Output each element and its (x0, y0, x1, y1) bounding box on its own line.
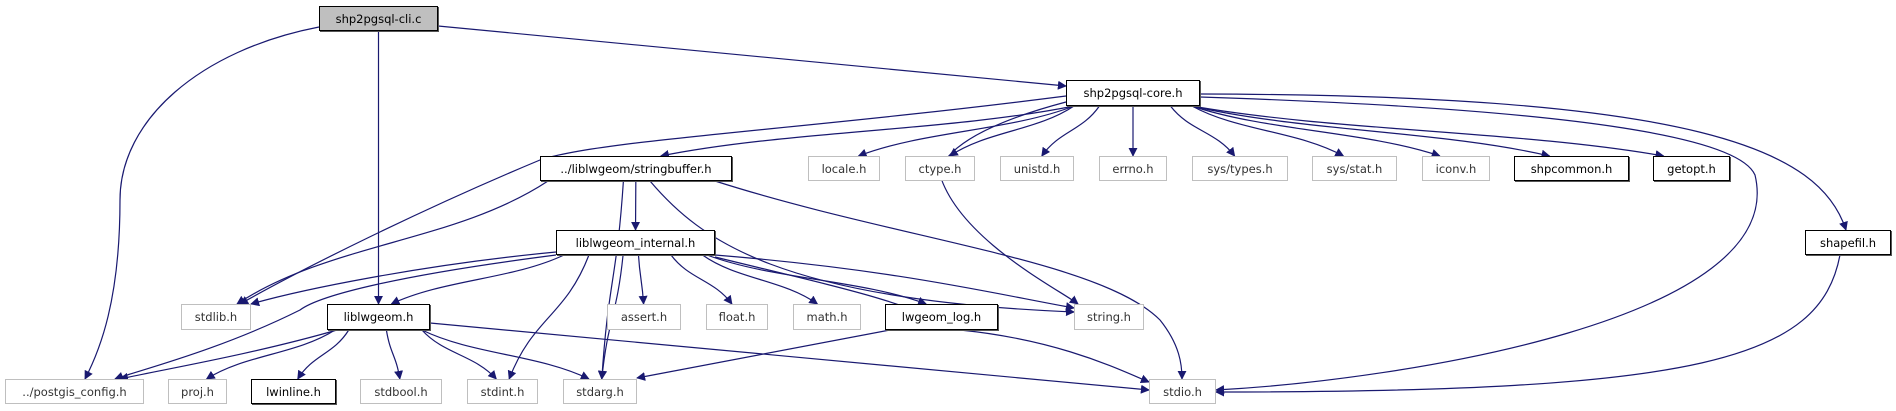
node-label: stdint.h (480, 384, 525, 399)
edge-stringbuffer-to-stdio (714, 180, 1187, 380)
node-assert: assert.h (607, 304, 681, 330)
node-label: stdlib.h (194, 310, 238, 324)
node-iconv: iconv.h (1422, 156, 1490, 181)
node-label: liblwgeom.h (343, 310, 414, 324)
edge-internal-to-string (714, 254, 1075, 312)
edge-core-to-systypes (1169, 105, 1236, 157)
node-label: ctype.h (918, 161, 962, 176)
node-label: math.h (806, 310, 848, 324)
node-unistd: unistd.h (1000, 156, 1074, 181)
node-core[interactable]: shp2pgsql-core.h (1066, 80, 1200, 106)
node-liblwgeom[interactable]: liblwgeom.h (327, 304, 430, 330)
node-internal[interactable]: liblwgeom_internal.h (556, 230, 715, 255)
node-stdarg: stdarg.h (563, 379, 637, 404)
edge-stringbuffer-to-stdarg (597, 180, 624, 380)
edge-internal-to-postgisconfig (114, 254, 557, 381)
node-locale: locale.h (808, 156, 880, 181)
node-stdbool: stdbool.h (360, 379, 442, 404)
edge-core-to-shapefil (1199, 93, 1848, 231)
node-label: shp2pgsql-core.h (1083, 86, 1183, 100)
node-float: float.h (706, 304, 768, 330)
node-sysstat: sys/stat.h (1312, 156, 1397, 181)
node-label: getopt.h (1667, 161, 1716, 176)
node-label: errno.h (1112, 161, 1154, 176)
edge-core-to-shpcommon (1191, 105, 1551, 159)
node-label: sys/types.h (1207, 161, 1273, 176)
edge-cli-to-postgisconfig (84, 26, 320, 380)
edge-core-to-stdlib (239, 95, 1067, 305)
edge-internal-to-float (670, 254, 733, 305)
node-cli: shp2pgsql-cli.c (319, 6, 438, 31)
node-label: ../postgis_config.h (22, 384, 127, 399)
node-label: lwgeom_log.h (901, 310, 982, 324)
node-label: liblwgeom_internal.h (575, 235, 696, 250)
edge-lwgeomlog-to-stdarg (636, 329, 891, 381)
edge-core-to-sysstat (1191, 105, 1345, 157)
node-shpcommon[interactable]: shpcommon.h (1514, 156, 1629, 181)
edge-internal-to-lwgeomlog (706, 254, 928, 306)
node-label: shapefil.h (1819, 235, 1877, 250)
node-label: ../liblwgeom/stringbuffer.h (560, 161, 712, 176)
edge-liblwgeom-to-lwinline (297, 329, 350, 380)
edge-internal-to-math (702, 254, 819, 305)
edge-liblwgeom-to-stdbool (385, 329, 403, 380)
node-label: assert.h (620, 310, 668, 324)
edge-core-to-ctype (948, 105, 1075, 157)
node-stdint: stdint.h (467, 379, 538, 404)
node-getopt[interactable]: getopt.h (1653, 156, 1730, 181)
edge-liblwgeom-to-postgisconfig (119, 329, 338, 382)
node-label: shpcommon.h (1530, 161, 1613, 176)
edge-internal-to-assert (637, 254, 648, 305)
edge-core-to-locale (857, 105, 1075, 158)
node-label: shp2pgsql-cli.c (335, 11, 422, 26)
node-stringbuffer[interactable]: ../liblwgeom/stringbuffer.h (540, 156, 732, 181)
edge-liblwgeom-to-stdarg (421, 329, 590, 380)
node-shapefil[interactable]: shapefil.h (1805, 230, 1891, 255)
edge-cli-to-core (437, 25, 1067, 90)
node-lwinline[interactable]: lwinline.h (251, 379, 336, 404)
edge-liblwgeom-to-stdint (421, 329, 497, 380)
node-proj: proj.h (168, 379, 227, 404)
edge-stringbuffer-to-stdlib (236, 180, 549, 305)
node-label: stdbool.h (374, 384, 428, 399)
node-string: string.h (1074, 304, 1144, 330)
node-label: proj.h (181, 384, 214, 399)
edge-core-to-getopt (1191, 105, 1665, 160)
node-label: sys/stat.h (1326, 161, 1383, 176)
edge-shapefil-to-stdio (1215, 254, 1841, 397)
edge-liblwgeom-to-proj (205, 329, 336, 380)
node-label: stdarg.h (576, 384, 624, 399)
edge-internal-to-stdlib (250, 251, 557, 307)
node-label: iconv.h (1435, 161, 1477, 176)
node-postgisconfig: ../postgis_config.h (5, 379, 144, 404)
node-label: string.h (1087, 310, 1131, 324)
edge-core-to-stdio (1199, 96, 1758, 395)
edge-core-to-iconv (1191, 105, 1441, 158)
node-ctype: ctype.h (905, 156, 975, 181)
node-stdio: stdio.h (1149, 379, 1216, 404)
edge-internal-to-stdint (507, 254, 590, 380)
node-stdlib: stdlib.h (181, 304, 251, 330)
node-label: float.h (718, 310, 756, 324)
node-label: lwinline.h (266, 384, 321, 399)
node-math: math.h (793, 304, 861, 330)
edge-liblwgeom-to-stdio (429, 322, 1150, 394)
node-systypes: sys/types.h (1192, 156, 1288, 181)
node-lwgeomlog[interactable]: lwgeom_log.h (885, 304, 998, 330)
node-label: unistd.h (1013, 161, 1061, 176)
node-label: stdio.h (1163, 384, 1202, 399)
node-label: locale.h (821, 161, 867, 176)
edge-core-to-unistd (1041, 105, 1100, 157)
edge-internal-to-liblwgeom (390, 254, 565, 305)
node-errno: errno.h (1099, 156, 1167, 181)
